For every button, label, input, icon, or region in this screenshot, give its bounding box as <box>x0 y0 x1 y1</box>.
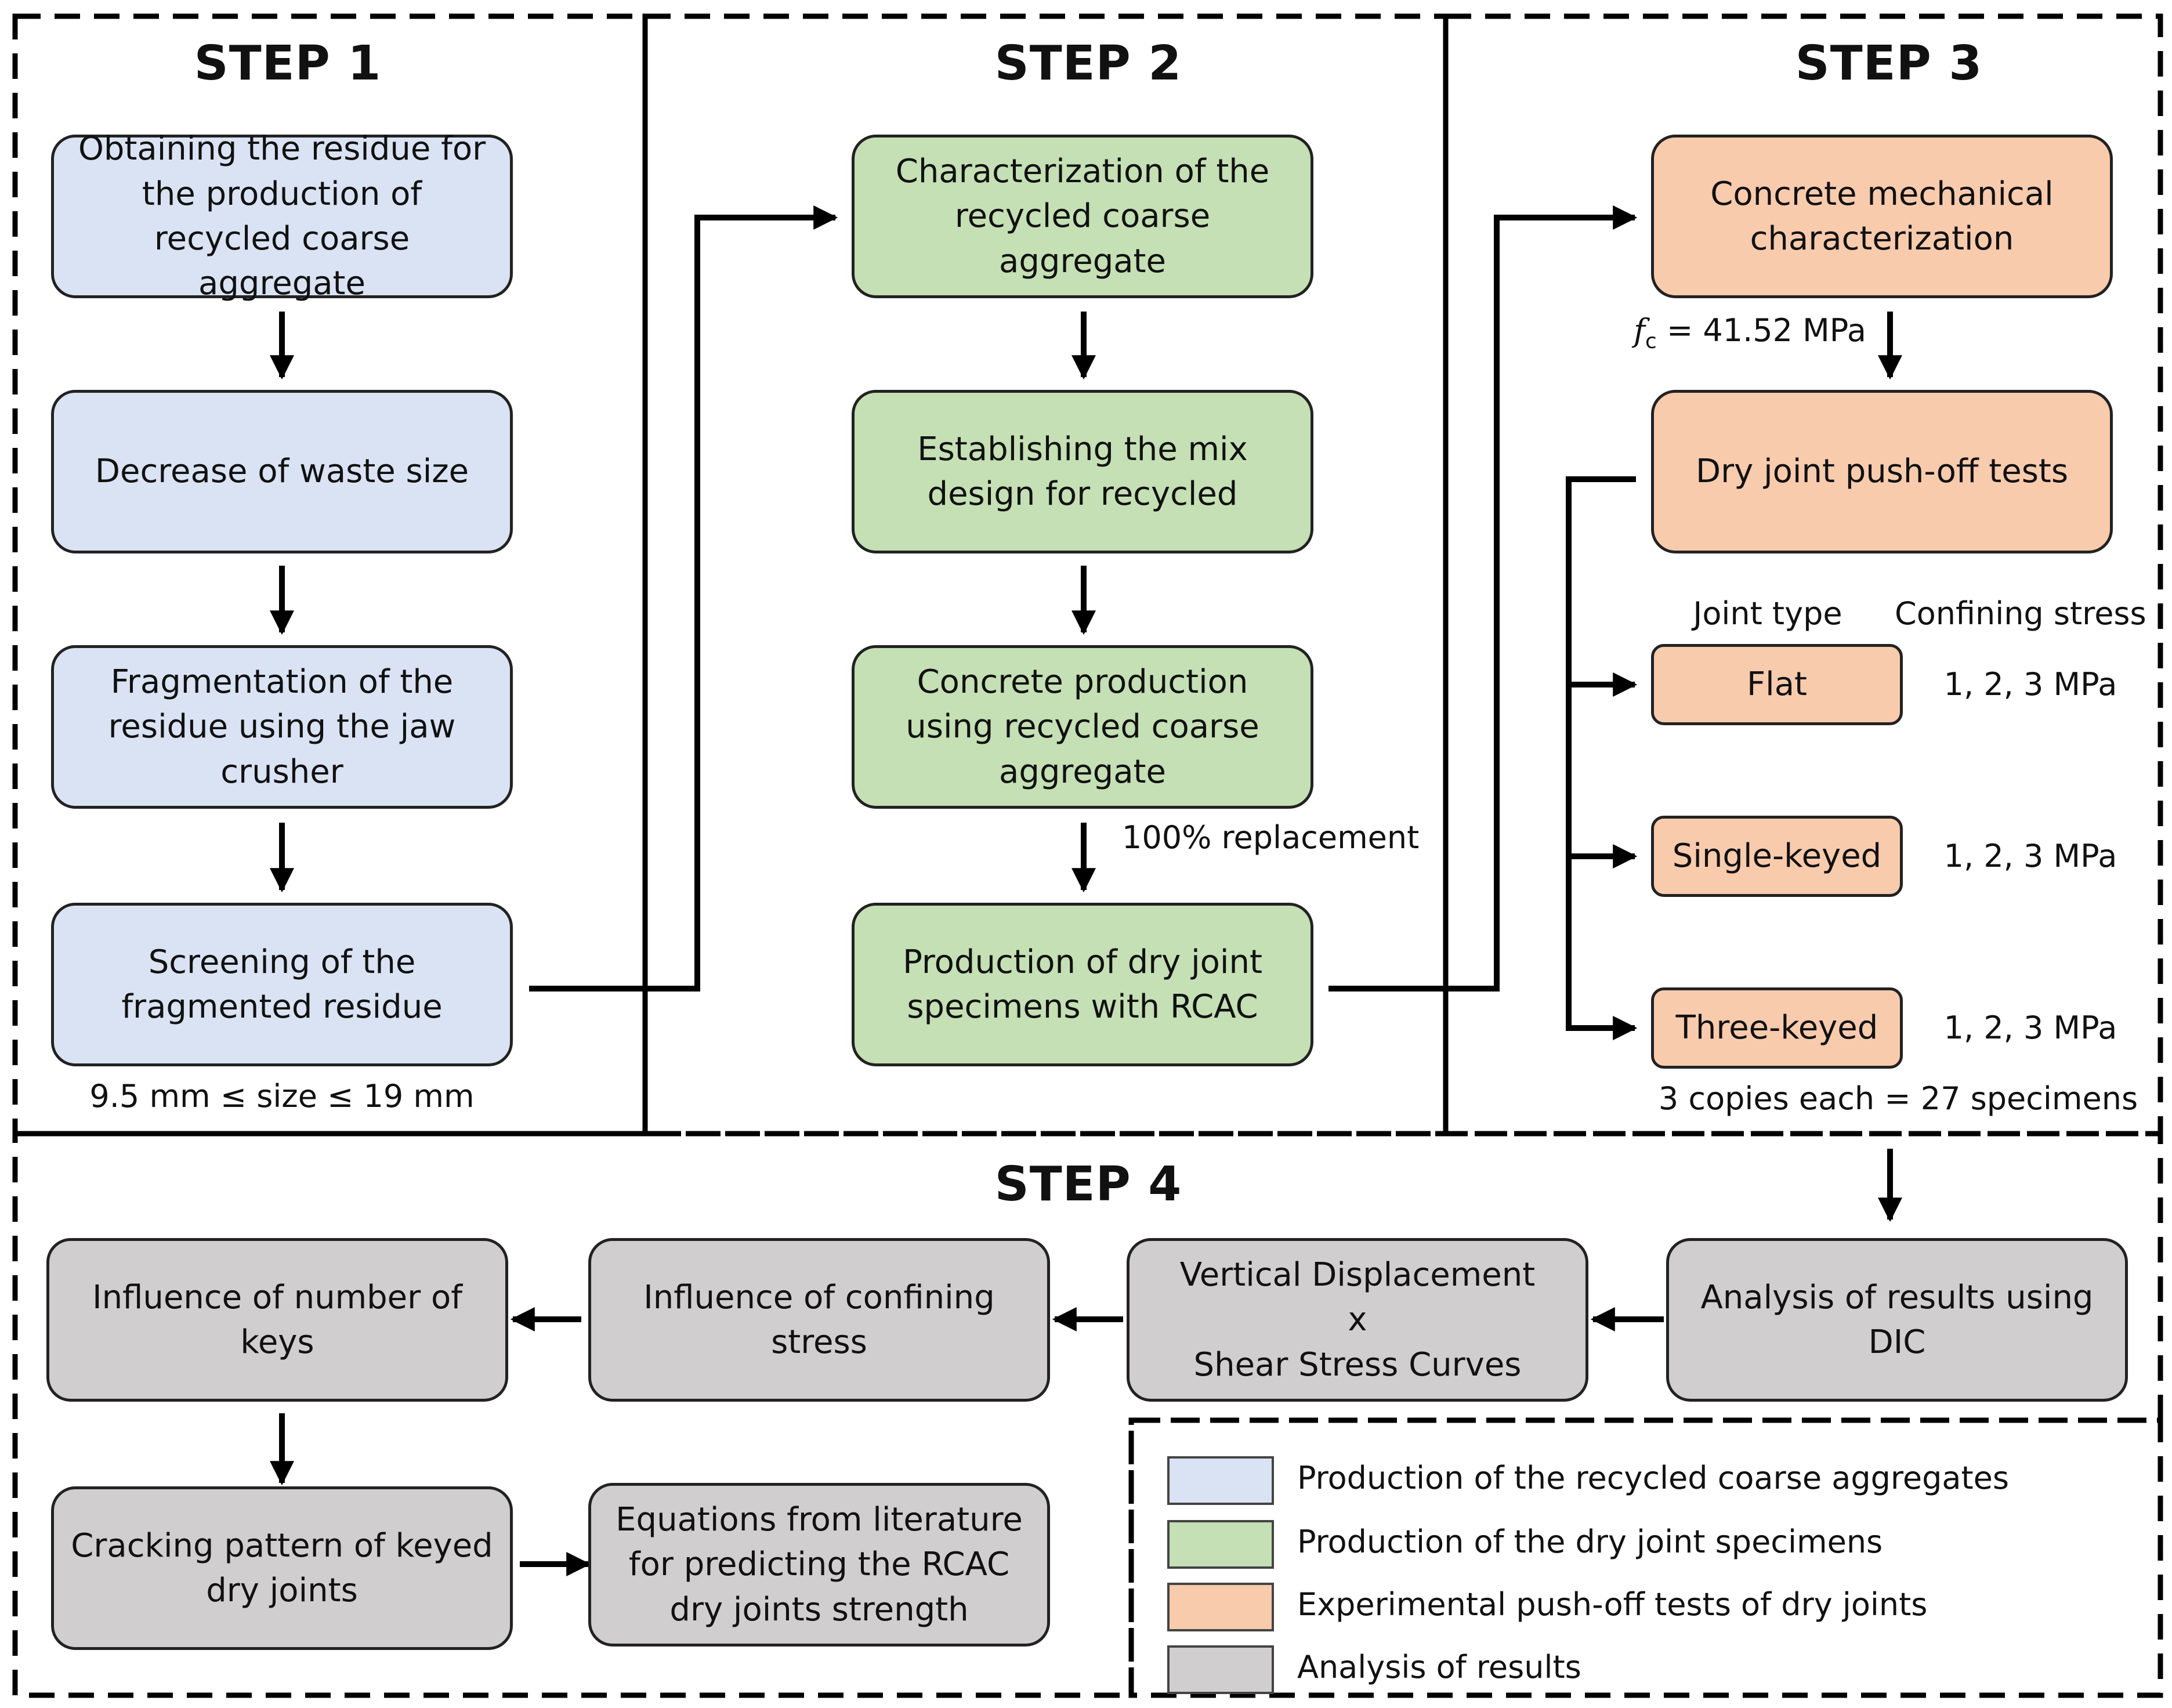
arrow-s1-to-s2 <box>529 205 838 991</box>
legend-label-step4: Analysis of results <box>1297 1649 1581 1685</box>
decrease-waste-size-box: Decrease of waste size <box>51 390 513 553</box>
fragmentation-box: Fragmentation of the residue using the j… <box>51 645 513 809</box>
concrete-production-box: Concrete production using recycled coars… <box>852 645 1313 809</box>
screening-box: Screening of the fragmented residue <box>51 903 513 1066</box>
legend-swatch-step1 <box>1167 1456 1274 1505</box>
joint-three-keyed-box: Three-keyed <box>1651 987 1903 1069</box>
obtaining-residue-box: Obtaining the residue for the production… <box>51 130 513 302</box>
legend-label-step2: Production of the dry joint specimens <box>1297 1524 1883 1560</box>
joint-single-keyed-box: Single-keyed <box>1651 816 1903 897</box>
step1-heading: STEP 1 <box>194 36 382 91</box>
legend-label-step3: Experimental push-off tests of dry joint… <box>1297 1586 1928 1623</box>
step-regions <box>12 13 2163 1698</box>
arrows <box>270 205 1902 1576</box>
influence-number-keys-box: Influence of number of keys <box>46 1238 508 1402</box>
step2-heading: STEP 2 <box>994 36 1182 91</box>
characterization-aggregate-box: Characterization of the recycled coarse … <box>852 135 1313 298</box>
legend-swatch-step3 <box>1167 1583 1274 1631</box>
step4-heading: STEP 4 <box>994 1157 1182 1212</box>
confining-stress-header: Confining stress <box>1895 595 2146 632</box>
joint-three-keyed-stress: 1, 2, 3 MPa <box>1943 1009 2117 1046</box>
copies-note: 3 copies each = 27 specimens <box>1658 1080 2138 1117</box>
replacement-note: 100% replacement <box>1122 819 1420 856</box>
influence-confining-stress-box: Influence of confining stress <box>588 1238 1050 1402</box>
fc-subscript: c <box>1645 329 1657 353</box>
joint-type-header: Joint type <box>1693 595 1842 632</box>
joint-flat-box: Flat <box>1651 644 1903 725</box>
joint-single-keyed-stress: 1, 2, 3 MPa <box>1943 838 2117 874</box>
push-off-tests-box: Dry joint push-off tests <box>1651 390 2113 553</box>
step2-region <box>642 13 1449 1137</box>
step4-region <box>12 1131 2163 1698</box>
step3-heading: STEP 3 <box>1795 36 1983 91</box>
arrow-s3-three-keyed <box>1566 476 1638 1040</box>
equations-literature-box: Equations from literature for predicting… <box>588 1483 1050 1647</box>
fc-value: = 41.52 MPa <box>1656 312 1866 349</box>
fc-strength-note: fc = 41.52 MPa <box>1634 312 1866 353</box>
mechanical-characterization-box: Concrete mechanical characterization <box>1651 135 2113 298</box>
legend-swatch-step4 <box>1167 1645 1274 1694</box>
cracking-pattern-box: Cracking pattern of keyed dry joints <box>51 1486 513 1650</box>
legend-swatch-step2 <box>1167 1520 1274 1569</box>
arrow-s2-to-s3 <box>1328 205 1638 991</box>
legend-label-step1: Production of the recycled coarse aggreg… <box>1297 1460 2010 1496</box>
analysis-dic-box: Analysis of results using DIC <box>1666 1238 2128 1402</box>
displacement-shear-curves-box: Vertical Displacement x Shear Stress Cur… <box>1127 1238 1588 1402</box>
fc-symbol: f <box>1634 312 1645 349</box>
joint-flat-stress: 1, 2, 3 MPa <box>1943 666 2117 703</box>
dry-joint-specimens-box: Production of dry joint specimens with R… <box>852 903 1313 1066</box>
legend-region <box>1128 1417 2163 1698</box>
mix-design-box: Establishing the mix design for recycled <box>852 390 1313 553</box>
size-range-note: 9.5 mm ≤ size ≤ 19 mm <box>89 1078 475 1114</box>
